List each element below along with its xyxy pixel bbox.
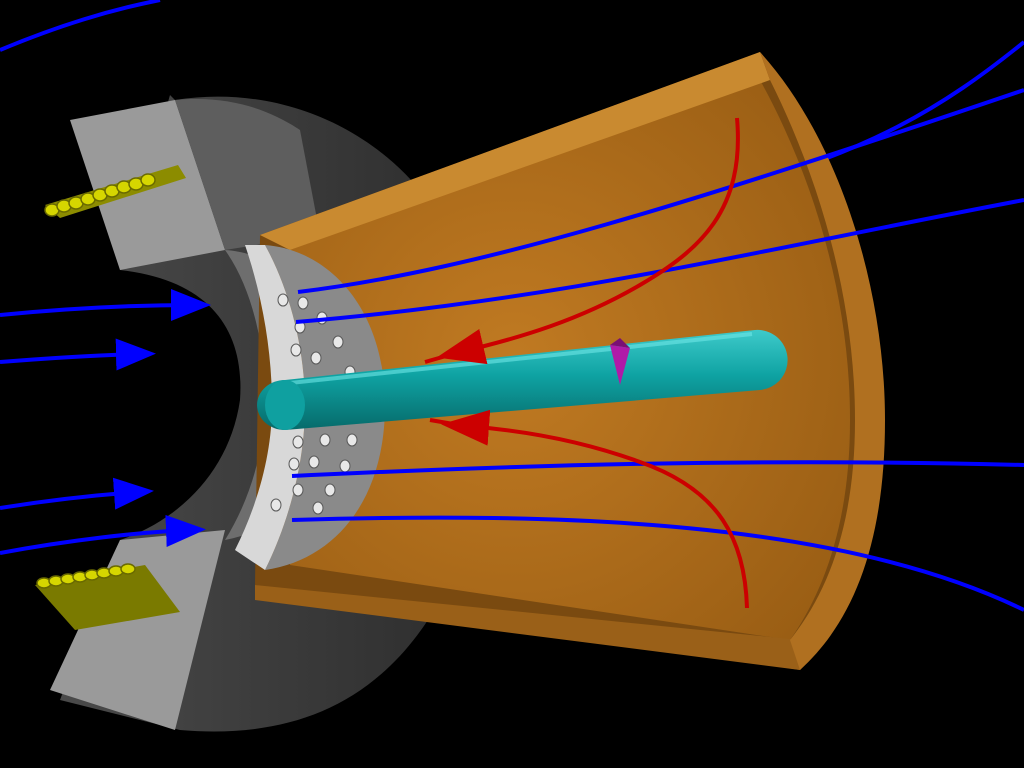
cone-icon: [610, 345, 630, 385]
field-line-ch-1: [297, 88, 1024, 294]
coil-lower-turns: [36, 563, 136, 589]
magnet-ring-upper-side: [175, 99, 320, 250]
magnetic-field-lines-incoming: [0, 289, 211, 555]
field-line-in-1: [0, 289, 211, 322]
ion-marker: [610, 338, 630, 385]
field-line-in-3: [0, 477, 154, 510]
channel-bottom-rim: [255, 585, 800, 670]
trajectory-lower: [441, 409, 749, 609]
field-line-in-2: [0, 338, 156, 371]
field-line-top-left: [0, 0, 161, 52]
cone-icon-shade: [610, 338, 630, 348]
trajectory-upper: [436, 117, 740, 365]
coil-upper-turns: [44, 173, 156, 217]
plate-edge: [235, 245, 305, 570]
magnet-coil-lower: [35, 563, 180, 630]
magnet-coil-upper: [44, 165, 186, 218]
central-cathode-rod: [257, 329, 788, 430]
trajectory-upper-tail: [424, 350, 461, 364]
magnet-ring-lower-face: [50, 530, 225, 730]
trajectory-lower-tail: [429, 418, 466, 428]
channel-top-rim: [260, 52, 770, 250]
channel-exit-edge: [760, 52, 885, 670]
plate-holes: [270, 293, 358, 515]
rod-body: [257, 329, 788, 430]
field-line-ch-4: [291, 515, 1024, 612]
rod-front-cap: [265, 380, 305, 430]
electron-trajectories: [424, 117, 749, 609]
rod-highlight: [289, 332, 753, 385]
field-line-in-4: [0, 514, 206, 555]
